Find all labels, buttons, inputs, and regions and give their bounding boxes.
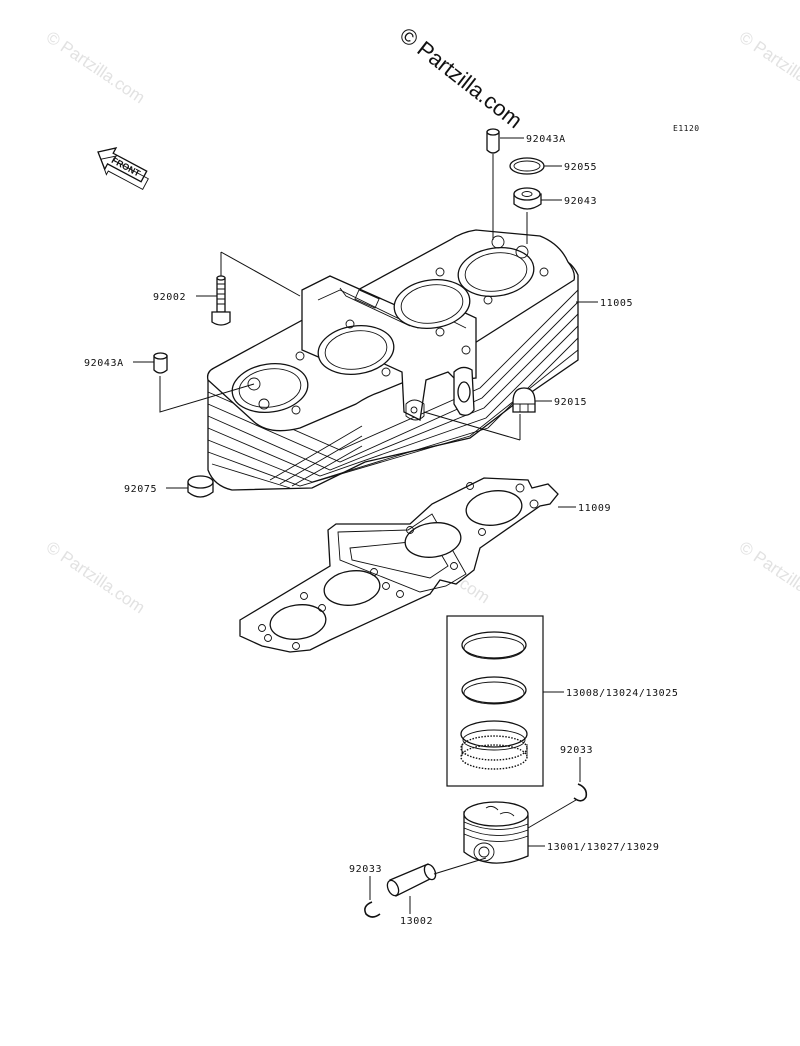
label-92043[interactable]: 92043 bbox=[564, 196, 597, 207]
label-13001-13027-13029[interactable]: 13001/13027/13029 bbox=[547, 842, 660, 853]
stud-bolt bbox=[211, 275, 231, 326]
label-92075[interactable]: 92075 bbox=[124, 484, 157, 495]
piston-rings-set bbox=[446, 615, 544, 787]
copyright-text: © Partzilla.com bbox=[395, 22, 527, 133]
watermark-mid-right: © Partzilla.com bbox=[736, 538, 800, 618]
cylinder-block bbox=[206, 229, 579, 491]
circlip-left bbox=[364, 901, 381, 918]
watermark-top-left: © Partzilla.com bbox=[43, 28, 149, 108]
label-92015[interactable]: 92015 bbox=[554, 397, 587, 408]
label-92002[interactable]: 92002 bbox=[153, 292, 186, 303]
leader-lines bbox=[133, 137, 598, 914]
label-92033-left[interactable]: 92033 bbox=[349, 864, 382, 875]
label-13008-13024-13025[interactable]: 13008/13024/13025 bbox=[566, 688, 679, 699]
dowel-pin-top bbox=[486, 128, 500, 154]
label-92043a-left[interactable]: 92043A bbox=[84, 358, 124, 369]
piston-pin bbox=[386, 863, 437, 897]
o-ring bbox=[509, 157, 545, 175]
front-arrow-icon: FRONT bbox=[97, 147, 149, 190]
cap-nut bbox=[512, 387, 536, 413]
circlip-right bbox=[573, 783, 588, 802]
label-92033-right[interactable]: 92033 bbox=[560, 745, 593, 756]
label-92043a-top[interactable]: 92043A bbox=[526, 134, 566, 145]
part-labels: 92043A 92055 92043 92002 11005 92043A 92… bbox=[84, 134, 679, 927]
label-13002[interactable]: 13002 bbox=[400, 916, 433, 927]
watermark-mid-left: © Partzilla.com bbox=[43, 538, 149, 618]
plug bbox=[187, 475, 214, 498]
collar bbox=[513, 187, 542, 210]
label-11009[interactable]: 11009 bbox=[578, 503, 611, 514]
diagram-code: E1120 bbox=[673, 124, 700, 133]
dowel-pin-left bbox=[153, 352, 168, 374]
label-11005[interactable]: 11005 bbox=[600, 298, 633, 309]
piston bbox=[463, 801, 529, 864]
label-92055[interactable]: 92055 bbox=[564, 162, 597, 173]
head-gasket bbox=[239, 477, 559, 653]
watermark-top-right: © Partzilla.com bbox=[736, 28, 800, 108]
